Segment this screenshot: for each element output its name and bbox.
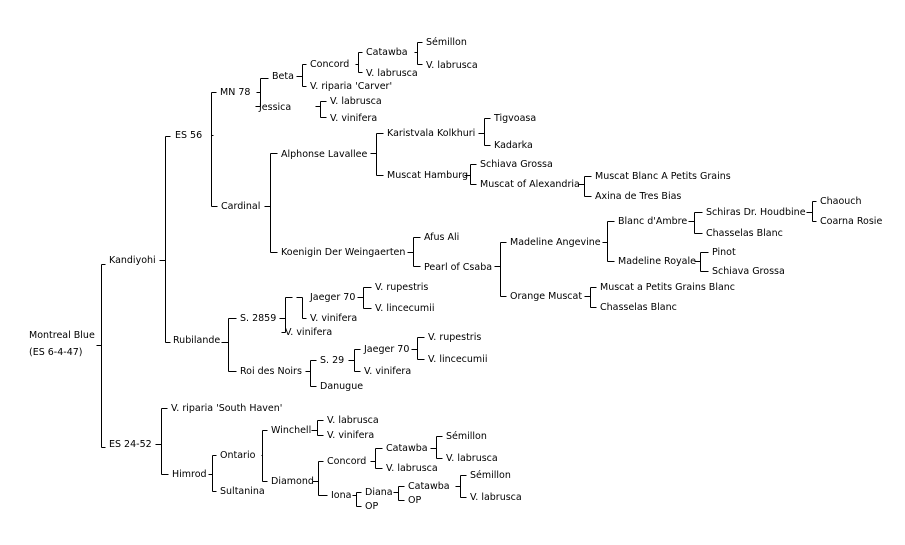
node-jessica: Jessica [258, 102, 291, 113]
node-labrusca-7: V. labrusca [470, 492, 522, 503]
node-vinifera-1: V. vinifera [330, 113, 377, 124]
node-cardinal: Cardinal [221, 201, 260, 212]
node-axina: Axina de Tres Bias [595, 191, 681, 202]
node-diana: Diana [365, 487, 393, 498]
node-mn78: MN 78 [220, 87, 250, 98]
node-rupestris-1: V. rupestris [375, 282, 428, 293]
connector-lines [96, 42, 817, 507]
node-jaeger70-2: Jaeger 70 [363, 344, 409, 355]
node-labrusca-2: V. labrusca [366, 68, 418, 79]
node-semillon-2: Sémillon [446, 431, 487, 442]
node-danugue: Danugue [320, 381, 363, 392]
node-madeline-royale: Madeline Royale [618, 256, 696, 267]
node-blanc-ambre: Blanc d'Ambre [618, 216, 687, 227]
node-karistvala: Karistvala Kolkhuri [387, 128, 475, 139]
node-muscat-petits-blanc: Muscat a Petits Grains Blanc [600, 282, 735, 293]
node-labrusca-5: V. labrusca [446, 453, 498, 464]
node-coarna-rosie: Coarna Rosie [820, 216, 882, 227]
node-roi-noirs: Roi des Noirs [240, 366, 302, 377]
node-rupestris-2: V. rupestris [428, 332, 481, 343]
node-catawba-diana: Catawba [408, 481, 450, 492]
node-op-1: OP [408, 495, 421, 506]
node-rubilande: Rubilande [173, 335, 220, 346]
node-s29: S. 29 [320, 355, 344, 366]
node-semillon-1: Sémillon [426, 37, 467, 48]
node-pearl-csaba: Pearl of Csaba [424, 262, 492, 273]
node-semillon-3: Sémillon [470, 470, 511, 481]
node-riparia-carver: V. riparia 'Carver' [310, 81, 392, 92]
node-labels: Montreal Blue (ES 6-4-47) Kandiyohi ES 56 MN… [29, 37, 882, 512]
node-kadarka: Kadarka [494, 140, 533, 151]
node-vinifera-5: V. vinifera [327, 430, 374, 441]
node-iona: Iona [331, 490, 351, 501]
node-schiava-grossa-2: Schiava Grossa [712, 266, 785, 277]
node-lincecumii-2: V. lincecumii [428, 354, 487, 365]
node-chasselas-1: Chasselas Blanc [706, 228, 783, 239]
node-es2452: ES 24-52 [109, 439, 152, 450]
node-es56: ES 56 [175, 130, 202, 141]
node-schiras: Schiras Dr. Houdbine [706, 207, 806, 218]
node-afus-ali: Afus Ali [424, 232, 459, 243]
node-catawba-beta: Catawba [366, 47, 408, 58]
node-concord-diamond: Concord [327, 456, 366, 467]
node-sultanina: Sultanina [220, 486, 265, 497]
node-vinifera-2: V. vinifera [310, 313, 357, 324]
root-label-line2: (ES 6-4-47) [29, 347, 83, 358]
node-tigvoasa: Tigvoasa [493, 113, 536, 124]
node-diamond: Diamond [271, 476, 314, 487]
node-chaouch: Chaouch [820, 196, 862, 207]
node-vinifera-3: V. vinifera [285, 327, 332, 338]
node-kandiyohi: Kandiyohi [109, 255, 156, 266]
node-koenigin: Koenigin Der Weingaerten [281, 247, 405, 258]
node-muscat-hamburg: Muscat Hamburg [387, 170, 468, 181]
node-s2859: S. 2859 [240, 313, 276, 324]
node-lincecumii-1: V. lincecumii [375, 303, 434, 314]
node-catawba-diamond: Catawba [386, 443, 428, 454]
node-orange-muscat: Orange Muscat [510, 291, 582, 302]
node-schiava-grossa-1: Schiava Grossa [480, 159, 553, 170]
node-riparia-south-haven: V. riparia 'South Haven' [171, 403, 282, 414]
node-labrusca-6: V. labrusca [386, 463, 438, 474]
node-jaeger70-1: Jaeger 70 [309, 292, 355, 303]
node-beta: Beta [272, 71, 294, 82]
node-chasselas-2: Chasselas Blanc [600, 302, 677, 313]
node-muscat-blanc-petits: Muscat Blanc A Petits Grains [595, 171, 731, 182]
node-vinifera-4: V. vinifera [364, 366, 411, 377]
node-winchell: Winchell [271, 425, 311, 436]
node-op-2: OP [365, 501, 378, 512]
node-alphonse: Alphonse Lavallee [281, 149, 368, 160]
node-ontario: Ontario [220, 450, 256, 461]
node-himrod: Himrod [172, 469, 207, 480]
node-labrusca-4: V. labrusca [327, 415, 379, 426]
node-labrusca-3: V. labrusca [330, 96, 382, 107]
root-label-line1: Montreal Blue [29, 330, 95, 341]
node-pinot: Pinot [712, 247, 736, 258]
node-concord-beta: Concord [310, 59, 349, 70]
node-labrusca-1: V. labrusca [426, 60, 478, 71]
node-madeline-angevine: Madeline Angevine [510, 237, 601, 248]
node-muscat-alexandria: Muscat of Alexandria [480, 179, 580, 190]
